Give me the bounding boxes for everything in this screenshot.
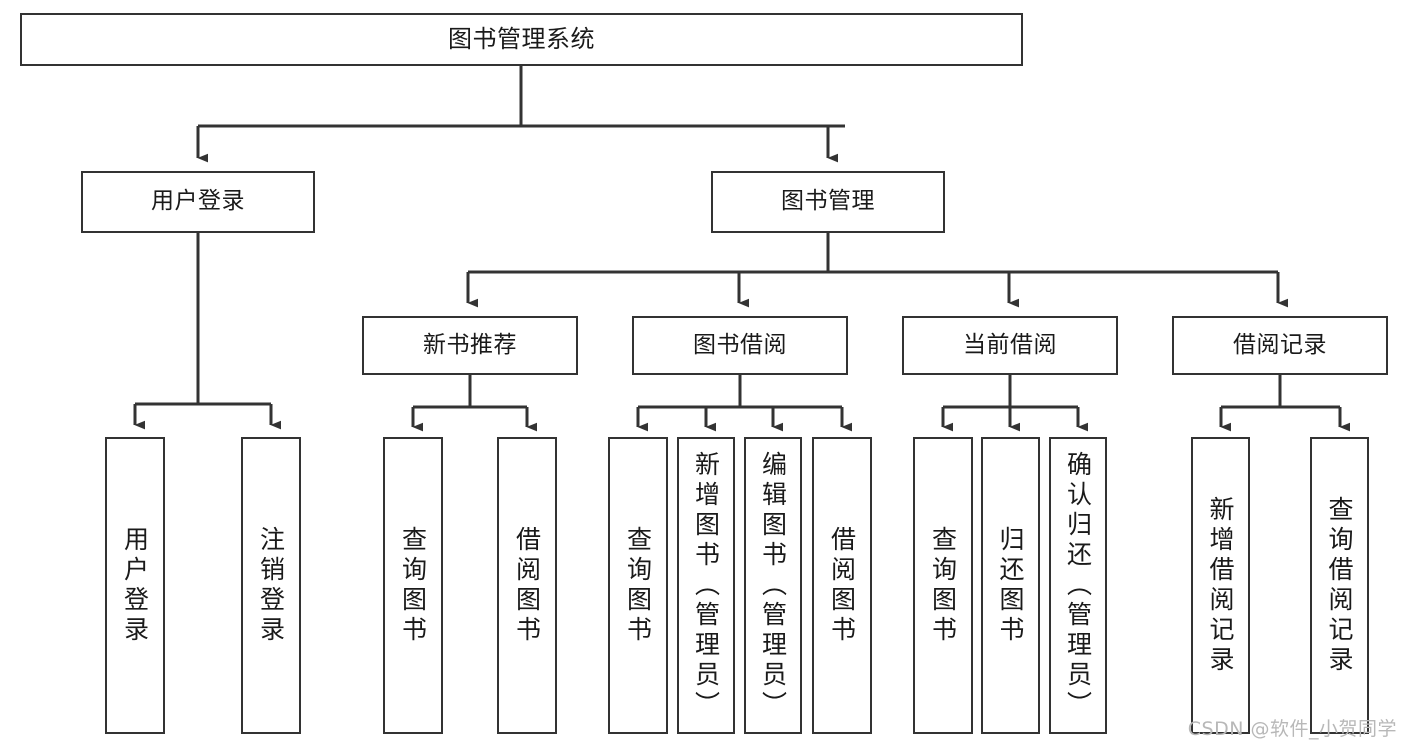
node-leaf-query-book-current[interactable]: 查询图书 — [913, 437, 973, 734]
node-label: 确认归还（管理员） — [1063, 450, 1093, 721]
node-leaf-logout[interactable]: 注销登录 — [241, 437, 301, 734]
node-leaf-add-borrow-record[interactable]: 新增借阅记录 — [1191, 437, 1250, 734]
node-label: 查询图书 — [928, 525, 958, 646]
node-leaf-edit-book-admin[interactable]: 编辑图书（管理员） — [744, 437, 802, 734]
node-label: 新增借阅记录 — [1206, 495, 1235, 676]
node-leaf-user-login[interactable]: 用户登录 — [105, 437, 165, 734]
node-user-login[interactable]: 用户登录 — [81, 171, 315, 233]
node-leaf-add-book-admin[interactable]: 新增图书（管理员） — [677, 437, 735, 734]
node-label: 图书管理系统 — [448, 25, 595, 54]
node-leaf-query-borrow-record[interactable]: 查询借阅记录 — [1310, 437, 1369, 734]
node-label: 借阅记录 — [1233, 331, 1327, 358]
node-leaf-confirm-return-admin[interactable]: 确认归还（管理员） — [1049, 437, 1107, 734]
node-leaf-query-book-recommend[interactable]: 查询图书 — [383, 437, 443, 734]
node-label: 用户登录 — [120, 525, 150, 646]
node-label: 查询图书 — [623, 525, 653, 646]
node-label: 查询图书 — [398, 525, 428, 646]
node-label: 新书推荐 — [423, 331, 517, 358]
node-label: 查询借阅记录 — [1325, 495, 1354, 676]
node-label: 图书管理 — [781, 188, 875, 215]
node-current-borrow[interactable]: 当前借阅 — [902, 316, 1118, 375]
node-book-management[interactable]: 图书管理 — [711, 171, 945, 233]
node-label: 编辑图书（管理员） — [758, 450, 788, 721]
node-label: 归还图书 — [996, 525, 1025, 646]
node-label: 借阅图书 — [512, 525, 542, 646]
node-new-book-recommend[interactable]: 新书推荐 — [362, 316, 578, 375]
node-root-book-management-system[interactable]: 图书管理系统 — [20, 13, 1023, 66]
node-label: 注销登录 — [256, 525, 286, 646]
csdn-watermark: CSDN @软件_小贺同学 — [1187, 718, 1397, 740]
node-leaf-query-book-borrow[interactable]: 查询图书 — [608, 437, 668, 734]
node-book-borrow[interactable]: 图书借阅 — [632, 316, 848, 375]
node-leaf-borrow-book-recommend[interactable]: 借阅图书 — [497, 437, 557, 734]
node-leaf-borrow-book[interactable]: 借阅图书 — [812, 437, 872, 734]
node-label: 新增图书（管理员） — [691, 450, 721, 721]
node-label: 当前借阅 — [963, 331, 1057, 358]
node-label: 借阅图书 — [827, 525, 857, 646]
node-leaf-return-book[interactable]: 归还图书 — [981, 437, 1040, 734]
node-borrow-record[interactable]: 借阅记录 — [1172, 316, 1388, 375]
node-label: 用户登录 — [151, 188, 245, 215]
node-label: 图书借阅 — [693, 331, 787, 358]
